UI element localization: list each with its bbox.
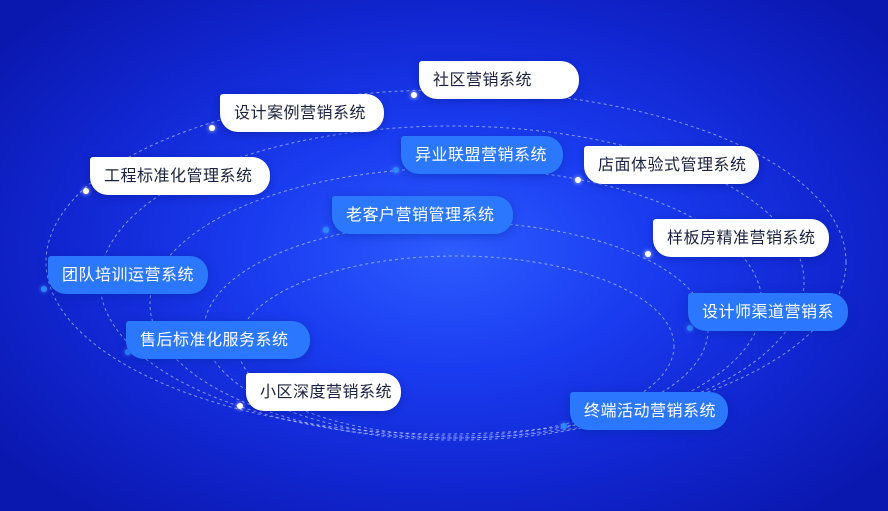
label-terminal-activity-marketing-system: 终端活动营销系统 [570, 392, 728, 430]
node-dot-store-experience [575, 177, 581, 183]
node-dot-alliance [393, 167, 399, 173]
label-designer-channel-marketing-system: 设计师渠道营销系 [688, 293, 848, 331]
label-alliance-marketing-system: 异业联盟营销系统 [401, 136, 563, 174]
label-design-case-marketing-system: 设计案例营销系统 [220, 94, 384, 132]
orbit-ring-second [99, 125, 805, 439]
node-dot-old-customer [323, 227, 329, 233]
orbit-ring-outer [45, 89, 847, 435]
node-dot-engineering [83, 188, 89, 194]
label-engineering-standardization-system: 工程标准化管理系统 [90, 157, 270, 195]
label-showroom-marketing-system: 样板房精准营销系统 [653, 219, 829, 257]
label-after-sales-service-system: 售后标准化服务系统 [126, 321, 310, 359]
node-dot-after-sales [125, 349, 131, 355]
node-dot-showroom [645, 251, 651, 257]
label-team-training-system: 团队培训运营系统 [48, 256, 208, 294]
node-dot-community [411, 92, 417, 98]
node-dot-team-training [41, 286, 47, 292]
label-old-customer-marketing-system: 老客户营销管理系统 [332, 196, 513, 234]
node-dot-design-case [209, 125, 215, 131]
node-dot-designer-channel [687, 325, 693, 331]
label-store-experience-management-system: 店面体验式管理系统 [584, 146, 759, 184]
node-dot-terminal-activity [561, 423, 567, 429]
label-community-marketing-system: 社区营销系统 [419, 61, 579, 99]
node-dot-neighborhood [237, 403, 243, 409]
label-neighborhood-marketing-system: 小区深度营销系统 [246, 373, 401, 411]
